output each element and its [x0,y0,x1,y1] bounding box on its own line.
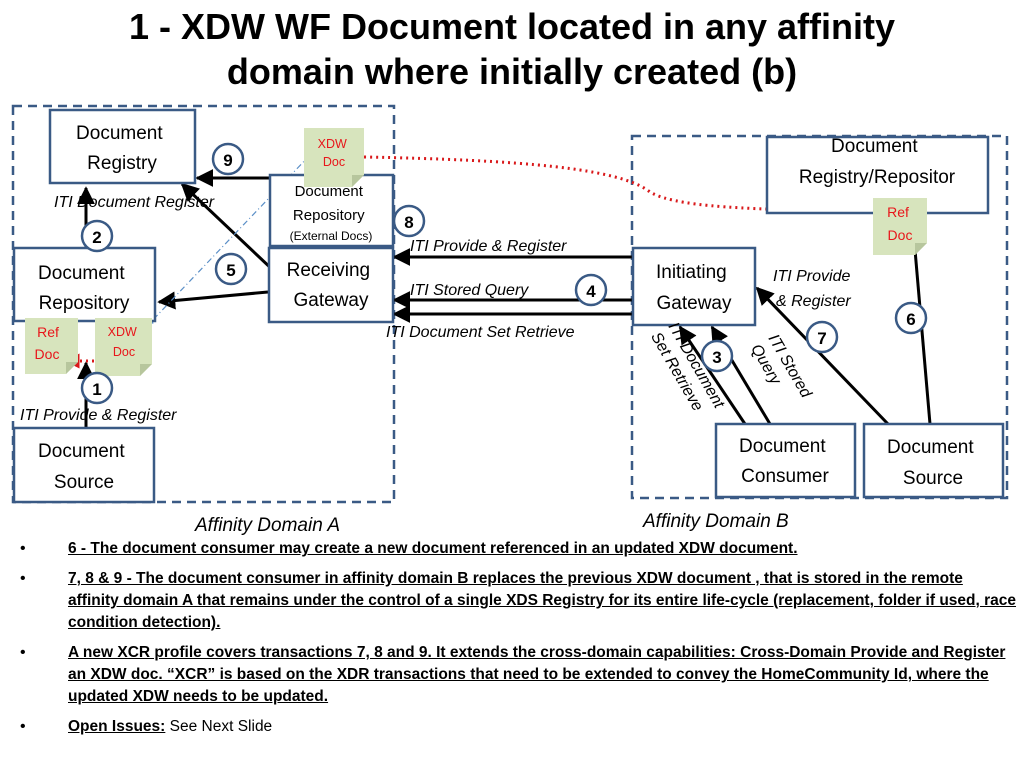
document-consumer-b [714,422,857,499]
ext-repo-line-1: Document [295,183,364,200]
xdw-doc-note-a: XDW Doc [95,318,152,376]
xdw-doc-note-external: XDW Doc [304,128,364,187]
initiating-gateway-line-1: Initiating [656,262,727,283]
arrow-source-b-to-init [755,286,890,426]
arrow-consumer-to-init-retrieve [678,325,747,425]
affinity-domain-b-label: Affinity Domain B [642,511,789,532]
step-5: 5 [214,252,248,286]
receiving-gateway-line-2: Gateway [294,290,369,311]
step-4-label: 4 [586,282,596,301]
svg-text:Initiating Gateway: Initiating Gateway [656,262,732,314]
svg-text:Document Registry: Document Registry [76,123,168,174]
ext-repo-line-2: Repository [293,207,365,224]
slide-title: 1 - XDW WF Document located in any affin… [0,4,1024,94]
step-6-label: 6 [906,310,915,329]
step-7: 7 [805,320,839,354]
arrow-gateway-to-registry [180,182,277,274]
step-8-label: 8 [404,213,413,232]
step-3-label: 3 [712,348,721,367]
note-2-bold: 7, 8 & 9 - The document consumer in affi… [68,570,1017,631]
svg-text:Document Source: Document Source [887,437,979,489]
registry-a-line-1: Document [76,123,163,144]
svg-text:Document Repository (E: Document Repository (External Docs) [290,183,373,243]
label-doc-set-retrieve-gw: ITI Document Set Retrieve [386,324,575,341]
step-3: 3 [700,339,734,373]
note-item: Open Issues: See Next Slide [20,716,1016,738]
label-provide-register-a: ITI Provide & Register [20,407,177,424]
ref-doc-a-line-2: Doc [35,346,60,362]
step-2: 2 [80,219,114,253]
receiving-gateway-line-1: Receiving [287,260,370,281]
xdw-a-line-2: Doc [113,345,135,359]
step-1: 1 [80,371,114,405]
note-4-normal: See Next Slide [165,718,273,735]
svg-text:Receiving Gateway: Receiving Gateway [287,260,376,311]
affinity-domain-a-label: Affinity Domain A [194,515,340,536]
svg-text:XDW Doc: XDW Doc [108,325,141,359]
note-3-bold: A new XCR profile covers transactions 7,… [68,644,1006,705]
title-line-2: domain where initially created (b) [226,51,798,92]
svg-text:Document Consumer: Document Consumer [739,436,831,487]
ref-doc-a-line-1: Ref [37,324,59,340]
xdw-diagram: Document Registry Document Repository Do… [11,104,1009,536]
title-line-1: 1 - XDW WF Document located in any affin… [128,6,896,47]
document-source-b [862,422,1005,499]
svg-text:Ref Doc: Ref Doc [35,324,63,362]
registry-b-line-1: Document [831,136,918,157]
step-5-label: 5 [226,261,235,280]
xdw-a-line-1: XDW [108,325,137,339]
receiving-gateway [267,246,395,324]
label-provide-register-b-2: & Register [776,293,851,310]
initiating-gateway [631,246,757,327]
note-item: 6 - The document consumer may create a n… [20,538,1016,560]
document-repository-a [12,246,157,323]
svg-text:Document Source: Document Source [38,441,130,493]
step-9-label: 9 [223,151,232,170]
arrow-gateway-to-repository [157,290,269,310]
consumer-b-line-2: Consumer [741,466,829,487]
source-b-line-2: Source [903,468,963,489]
initiating-gateway-line-2: Gateway [657,293,732,314]
ref-doc-b-line-2: Doc [888,227,913,243]
note-4-bold: Open Issues: [68,718,166,735]
source-a-line-2: Source [54,472,114,493]
source-b-line-1: Document [887,437,974,458]
step-4: 4 [574,273,608,307]
registry-a-line-2: Registry [87,153,157,174]
svg-text:Document Registry/Reposito: Document Registry/Repositor [799,136,956,188]
note-item: 7, 8 & 9 - The document consumer in affi… [20,568,1016,634]
document-registry-a [48,108,197,185]
step-9: 9 [211,142,245,176]
step-6: 6 [894,301,928,335]
svg-text:Ref Doc: Ref Doc [887,204,913,243]
ref-doc-note-b: Ref Doc [873,198,927,255]
ref-doc-note-a: Ref Doc [25,318,78,374]
label-provide-register-b-1: ITI Provide [773,268,850,285]
svg-text:ITI Provide & Register: ITI Provide & Register [773,268,855,310]
svg-text:XDW Doc: XDW Doc [318,137,351,169]
xdw-ext-line-1: XDW [318,137,347,151]
label-document-register: ITI Document Register [54,194,215,211]
note-1-bold: 6 - The document consumer may create a n… [68,540,798,557]
step-8: 8 [392,204,426,238]
note-item: A new XCR profile covers transactions 7,… [20,642,1016,708]
repository-a-line-1: Document [38,263,125,284]
xdw-ext-line-2: Doc [323,155,345,169]
step-7-label: 7 [817,329,826,348]
registry-b-line-2: Registry/Repositor [799,167,956,188]
source-a-line-1: Document [38,441,125,462]
repository-a-line-2: Repository [39,293,130,314]
svg-text:Document Repository: Document Repository [38,263,130,314]
document-source-a [12,426,156,504]
ext-repo-line-3: (External Docs) [290,229,373,243]
step-2-label: 2 [92,228,101,247]
label-provide-register-gw: ITI Provide & Register [410,238,567,255]
notes-list: 6 - The document consumer may create a n… [20,538,1016,746]
consumer-b-line-1: Document [739,436,826,457]
ref-doc-b-line-1: Ref [887,204,909,220]
step-1-label: 1 [92,380,101,399]
label-stored-query-gw: ITI Stored Query [410,282,529,299]
